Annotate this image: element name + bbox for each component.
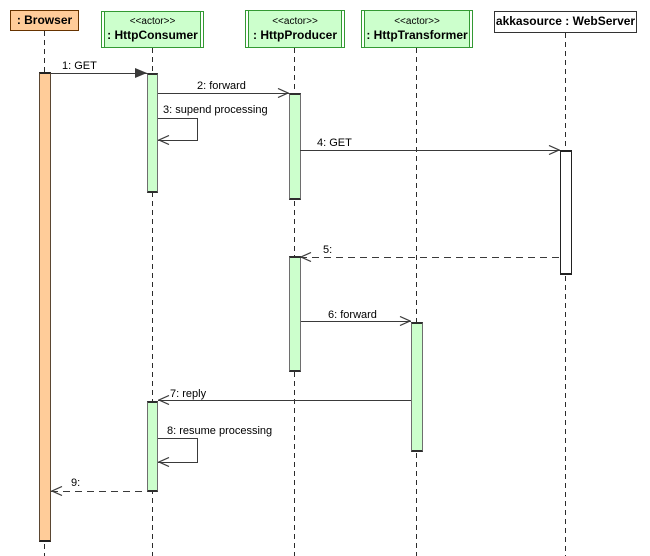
message-7-arrowhead-open-icon	[158, 395, 170, 405]
message-8-self-loop	[158, 438, 198, 463]
lifeline-httptransformer	[416, 48, 417, 556]
activation-bar-httpconsumer-1	[147, 73, 158, 193]
participant-box-httptransformer-inner: <<actor>> : HttpTransformer	[364, 11, 470, 47]
message-2-label: 2: forward	[197, 80, 246, 92]
message-1-arrowhead-filled-icon	[135, 68, 147, 78]
participant-stereotype: <<actor>>	[394, 15, 440, 27]
message-6-line	[301, 321, 411, 322]
participant-box-httpproducer: <<actor>> : HttpProducer	[245, 10, 345, 48]
activation-bar-httptransformer	[411, 322, 423, 452]
participant-box-webserver: akkasource : WebServer	[494, 11, 637, 33]
participant-name: akkasource : WebServer	[495, 14, 636, 29]
participant-box-browser: : Browser	[10, 10, 79, 31]
message-6-arrowhead-open-icon	[399, 316, 411, 326]
message-1-label: 1: GET	[62, 60, 97, 72]
message-2-arrowhead-open-icon	[277, 88, 289, 98]
activation-bar-httpproducer-2	[289, 256, 301, 372]
message-6-label: 6: forward	[328, 309, 377, 321]
message-2-line	[158, 93, 289, 94]
message-3-arrowhead-open-icon	[158, 135, 170, 145]
message-9-arrowhead-open-icon	[51, 486, 63, 496]
message-4-label: 4: GET	[317, 137, 352, 149]
message-3-self-loop	[158, 118, 198, 141]
participant-box-httpconsumer-inner: <<actor>> : HttpConsumer	[104, 12, 201, 47]
message-9-line	[51, 491, 147, 492]
activation-bar-httpconsumer-2	[147, 401, 158, 492]
participant-name: : HttpConsumer	[107, 28, 198, 43]
participant-name: : HttpProducer	[253, 27, 337, 42]
lifeline-webserver	[565, 33, 566, 556]
message-1-line	[51, 73, 147, 74]
participant-box-httpproducer-inner: <<actor>> : HttpProducer	[248, 11, 342, 47]
message-9-label: 9:	[71, 477, 81, 489]
message-5-line	[300, 257, 560, 258]
lifeline-httpconsumer	[152, 48, 153, 556]
participant-name: : HttpTransformer	[366, 27, 468, 42]
message-5-label: 5:	[323, 244, 333, 256]
activation-bar-httpproducer-1	[289, 93, 301, 200]
message-7-label: 7: reply	[170, 388, 207, 400]
activation-bar-browser	[39, 72, 51, 542]
message-4-line	[300, 150, 560, 151]
participant-box-httptransformer: <<actor>> : HttpTransformer	[361, 10, 473, 48]
activation-bar-webserver	[560, 150, 572, 275]
message-8-label: 8: resume processing	[167, 425, 273, 437]
message-3-label: 3: supend processing	[163, 104, 268, 116]
participant-box-httpconsumer: <<actor>> : HttpConsumer	[101, 11, 204, 48]
message-4-arrowhead-open-icon	[548, 145, 560, 155]
message-5-arrowhead-open-icon	[300, 252, 312, 262]
message-7-line	[158, 400, 411, 401]
message-8-arrowhead-open-icon	[158, 457, 170, 467]
participant-stereotype: <<actor>>	[272, 15, 318, 27]
participant-stereotype: <<actor>>	[129, 16, 176, 28]
participant-name: : Browser	[16, 12, 73, 27]
